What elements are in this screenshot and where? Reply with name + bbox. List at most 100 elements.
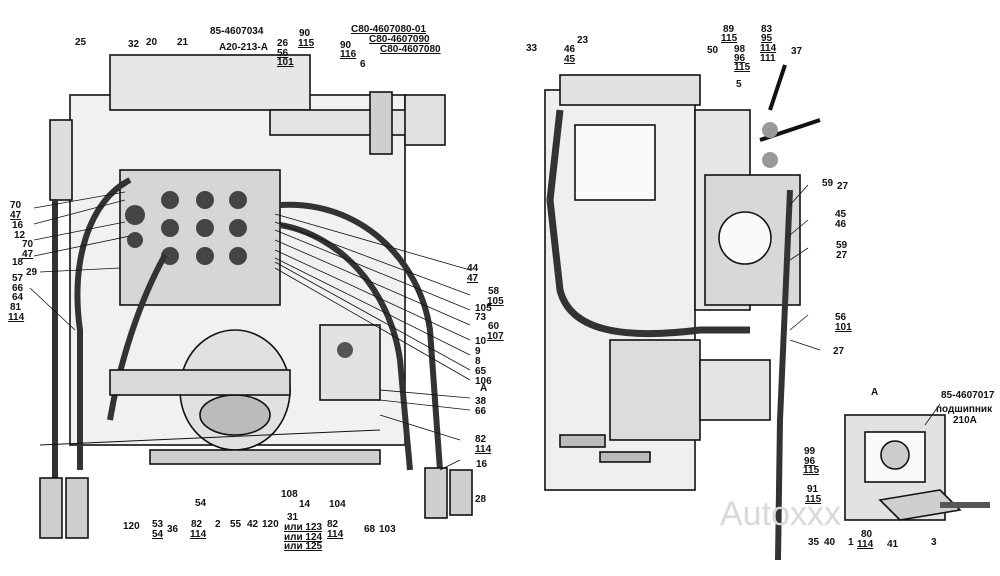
callout-label: 50 xyxy=(707,45,719,56)
callout-label: 47 xyxy=(10,210,22,221)
callout-label: 41 xyxy=(887,539,899,550)
callout-label: 18 xyxy=(12,257,24,268)
callout-label: 98 xyxy=(734,44,746,55)
callout-label: 114 xyxy=(857,539,874,550)
callout-label: 2 xyxy=(215,519,221,530)
callout-label: 104 xyxy=(329,499,346,510)
callout-label: 54 xyxy=(195,498,207,509)
callout-label: или 124 xyxy=(284,532,323,543)
callout-label: 107 xyxy=(487,331,504,342)
callout-label: 114 xyxy=(327,529,344,540)
callout-label: или 123 xyxy=(284,522,323,533)
callout-label: C80-4607080 xyxy=(380,44,441,55)
callout-label: 115 xyxy=(734,62,751,73)
callout-label: 101 xyxy=(277,57,294,68)
callout-label: 96 xyxy=(734,53,746,64)
callout-label: 90 xyxy=(340,40,352,51)
callout-label: 82 xyxy=(327,519,339,530)
callout-label: 14 xyxy=(299,499,311,510)
callout-label: 101 xyxy=(835,322,852,333)
callout-label: 91 xyxy=(807,484,819,495)
callout-label: 35 xyxy=(808,537,820,548)
callout-label: 27 xyxy=(833,346,845,357)
callout-label: 29 xyxy=(26,267,38,278)
callout-label: 6 xyxy=(360,59,366,70)
callout-label: 55 xyxy=(230,519,242,530)
callout-label: 16 xyxy=(12,220,24,231)
callout-label: 66 xyxy=(475,406,487,417)
callout-label: 90 xyxy=(299,28,311,39)
callout-label: 46 xyxy=(564,44,576,55)
callout-label: 16 xyxy=(476,459,488,470)
callout-label: 85-4607017 xyxy=(941,390,995,401)
callout-label: 36 xyxy=(167,524,179,535)
callout-label: 105 xyxy=(475,303,492,314)
callout-label: 116 xyxy=(340,49,357,60)
callout-label: 27 xyxy=(837,181,849,192)
callout-label: 33 xyxy=(526,43,538,54)
callout-label: 56 xyxy=(277,48,289,59)
callout-label: 82 xyxy=(191,519,203,530)
callout-label: 115 xyxy=(298,38,315,49)
callout-label: 10 xyxy=(475,336,487,347)
callout-label: 89 xyxy=(723,24,735,35)
callout-label: 47 xyxy=(467,273,479,284)
callout-label: 83 xyxy=(761,24,773,35)
callout-label: 80 xyxy=(861,529,873,540)
callout-label: C80-4607090 xyxy=(369,34,430,45)
callout-label: 65 xyxy=(475,366,487,377)
callout-label: 115 xyxy=(803,465,820,476)
callout-label: 210A xyxy=(953,415,977,426)
callout-label: 38 xyxy=(475,396,487,407)
callout-label: 85-4607034 xyxy=(210,26,264,37)
callout-label: 12 xyxy=(14,230,26,241)
callout-label: 60 xyxy=(488,321,500,332)
callout-label: 59 xyxy=(822,178,834,189)
callout-label: 114 xyxy=(760,43,777,54)
callout-label: 81 xyxy=(10,302,22,313)
callout-label: 58 xyxy=(488,286,500,297)
callout-label: 23 xyxy=(577,35,589,46)
callout-label: 120 xyxy=(262,519,279,530)
callout-label: 31 xyxy=(287,512,299,523)
callout-label: 5 xyxy=(736,79,742,90)
callout-label: 64 xyxy=(12,292,24,303)
callout-label: 27 xyxy=(836,250,848,261)
callout-label: A xyxy=(480,383,488,394)
callout-label: 114 xyxy=(475,444,492,455)
callout-label: 26 xyxy=(277,38,289,49)
top-cover-left xyxy=(109,54,311,111)
callout-label: 70 xyxy=(10,200,22,211)
callout-label: 21 xyxy=(177,37,189,48)
callout-label: 25 xyxy=(75,37,87,48)
callout-label: 57 xyxy=(12,273,24,284)
callout-label: 68 xyxy=(364,524,376,535)
callout-label: 37 xyxy=(791,46,803,57)
callout-label: 111 xyxy=(760,53,776,64)
callout-label: 95 xyxy=(761,33,773,44)
watermark: Autoxxx xyxy=(720,495,841,533)
callout-label: 106 xyxy=(475,376,492,387)
callout-label: 115 xyxy=(805,494,822,505)
nameplate xyxy=(574,124,656,201)
callout-label: 120 xyxy=(123,521,140,532)
callout-label: 54 xyxy=(152,529,164,540)
callout-label: 105 xyxy=(487,296,504,307)
callout-label: 96 xyxy=(804,456,816,467)
callout-label: 8 xyxy=(475,356,481,367)
callout-label: подшипник xyxy=(936,404,993,415)
callout-label: 114 xyxy=(8,312,25,323)
callout-label: 45 xyxy=(835,209,847,220)
callout-label: 47 xyxy=(22,249,34,260)
callout-label: 53 xyxy=(152,519,164,530)
callout-label: 66 xyxy=(12,283,24,294)
callout-label: 108 xyxy=(281,489,298,500)
callout-label: 99 xyxy=(804,446,816,457)
callout-label: C80-4607080-01 xyxy=(351,24,427,35)
callout-label: 70 xyxy=(22,239,34,250)
callout-label: 46 xyxy=(835,219,847,230)
callout-label: 56 xyxy=(835,312,847,323)
callout-label: A xyxy=(871,387,879,398)
